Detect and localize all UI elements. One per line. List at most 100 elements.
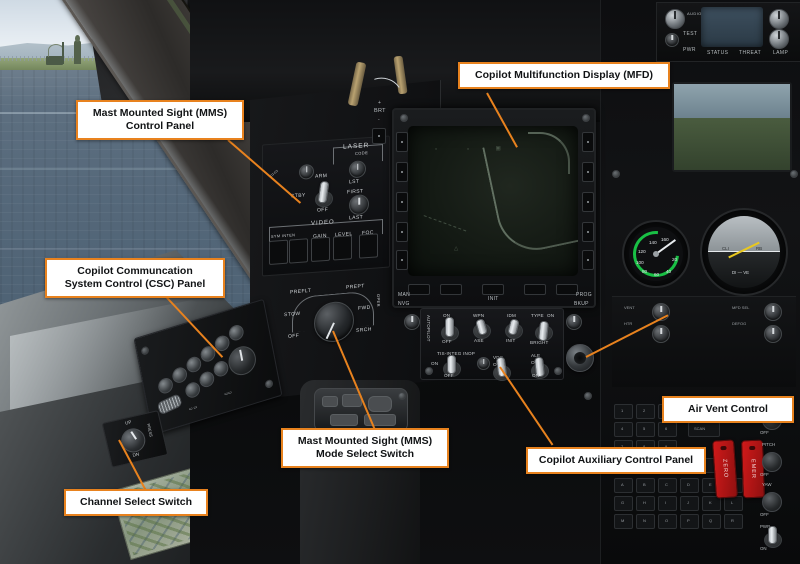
- mfd-bezel-button-l5[interactable]: [396, 250, 408, 270]
- csc-placard: ▭▭: [223, 389, 233, 397]
- copilot-mfd[interactable]: ▫ ▫ ▣ △: [392, 108, 596, 308]
- csc-volume-knob[interactable]: [156, 393, 183, 416]
- copilot-auxiliary-control-panel[interactable]: AUTOPILOT ON OFF WPN ASE IDM INIT TYPE O…: [420, 308, 564, 381]
- csc-button-6[interactable]: [227, 323, 245, 343]
- pitch-knob[interactable]: [762, 452, 782, 472]
- yaw-knob[interactable]: [762, 492, 782, 512]
- csc-button-1[interactable]: [156, 376, 175, 396]
- video-button-mfd[interactable]: [269, 239, 288, 265]
- key-2[interactable]: [636, 404, 655, 419]
- key-g-label: G: [621, 500, 625, 505]
- defog-knob[interactable]: [764, 325, 782, 343]
- key-i[interactable]: [658, 496, 677, 511]
- mfd-bezel-button-b5[interactable]: [556, 284, 578, 295]
- channel-up-label: UP: [124, 419, 133, 426]
- key-5[interactable]: [636, 422, 655, 437]
- csc-button-7[interactable]: [184, 380, 202, 400]
- mfd-bezel-button-l2[interactable]: [396, 162, 408, 182]
- tis-switch-lever[interactable]: [447, 355, 456, 374]
- autopilot-off-label: OFF: [442, 339, 452, 344]
- csc-button-2[interactable]: [171, 365, 189, 385]
- mfd-bezel-button-r1[interactable]: [582, 132, 594, 152]
- mfd-bezel-button-b2[interactable]: [440, 284, 462, 295]
- mfd-bezel-button-b3[interactable]: [482, 284, 504, 295]
- callout-mfd: Copilot Multifunction Display (MFD): [458, 62, 670, 90]
- laser-select-knob[interactable]: [349, 193, 369, 216]
- key-h[interactable]: [636, 496, 655, 511]
- rwr-brightness-knob[interactable]: [769, 29, 789, 49]
- key-j[interactable]: [680, 496, 699, 511]
- trim-off-label: OFF: [760, 430, 769, 435]
- rwr-lamp-knob[interactable]: [769, 9, 789, 29]
- collective-switch[interactable]: [368, 396, 392, 412]
- key-k[interactable]: [702, 496, 721, 511]
- runway-marking: [0, 248, 340, 250]
- idm-label: IDM: [507, 313, 517, 318]
- autopilot-switch-lever[interactable]: [445, 317, 454, 337]
- key-d[interactable]: [680, 478, 699, 493]
- mfd-man-knob[interactable]: [404, 314, 420, 330]
- aux-small-knob[interactable]: [477, 357, 490, 370]
- pwr-switch-lever[interactable]: [768, 526, 777, 544]
- mfd-bezel-button-b1[interactable]: [408, 284, 430, 295]
- collective-button[interactable]: [330, 414, 358, 426]
- video-button-gain[interactable]: [311, 236, 330, 263]
- key-r[interactable]: [724, 514, 743, 529]
- key-o[interactable]: [658, 514, 677, 529]
- htr-knob[interactable]: [652, 325, 670, 343]
- key-b[interactable]: [636, 478, 655, 493]
- htr-label: HTR: [624, 321, 633, 326]
- csc-button-9[interactable]: [212, 359, 230, 379]
- csc-button-3[interactable]: [185, 354, 203, 375]
- mms-aux-knob[interactable]: [299, 163, 314, 180]
- csc-button-8[interactable]: [198, 369, 216, 389]
- mfd-brt-button[interactable]: [372, 128, 386, 144]
- mfd-prog-knob[interactable]: [566, 314, 582, 330]
- laser-code-knob[interactable]: [349, 160, 366, 179]
- key-l[interactable]: [724, 496, 743, 511]
- key-l-label: L: [731, 500, 734, 505]
- mfd-bezel-button-r5[interactable]: [582, 250, 594, 270]
- zero-guarded-switch[interactable]: ZERO: [712, 439, 738, 499]
- video-button-mms[interactable]: [289, 238, 308, 264]
- rwr-test-button[interactable]: [665, 33, 679, 47]
- key-n[interactable]: [636, 514, 655, 529]
- key-p[interactable]: [680, 514, 699, 529]
- collective-button[interactable]: [322, 396, 338, 407]
- air-vent-control[interactable]: [566, 344, 594, 372]
- key-m[interactable]: [614, 514, 633, 529]
- rwr-audio-knob[interactable]: [665, 9, 685, 29]
- key-7-label: 7: [621, 444, 623, 449]
- mfd-bezel-button-l3[interactable]: [396, 192, 408, 212]
- mms-mode-select-switch[interactable]: PREFLT PREPT STOW FWD OFF SRCH OPER: [284, 282, 381, 352]
- key-c[interactable]: [658, 478, 677, 493]
- mfd-screen[interactable]: ▫ ▫ ▣ △: [408, 126, 578, 276]
- mfd-sel-knob[interactable]: [764, 303, 782, 321]
- mms-control-panel[interactable]: LASER CODE LST FIRST LAST ▭▭ ARM STBY OF…: [262, 135, 390, 277]
- key-a[interactable]: [614, 478, 633, 493]
- radar-warning-receiver-panel[interactable]: AUDIO TEST PWR STATUS THREAT LAMP: [656, 2, 800, 62]
- key-g[interactable]: [614, 496, 633, 511]
- mfd-bezel-button-r3[interactable]: [582, 192, 594, 212]
- mfd-bezel-button-l4[interactable]: [396, 222, 408, 242]
- key-2-label: 2: [643, 408, 646, 413]
- key-scan-label: SCAN: [694, 426, 706, 431]
- csc-rotary-selector[interactable]: [226, 342, 259, 379]
- adi-face: CLI RB DI — VE: [708, 216, 780, 288]
- pitch-off-label: OFF: [760, 472, 769, 477]
- key-q[interactable]: [702, 514, 721, 529]
- mfd-bezel-button-l1[interactable]: [396, 132, 408, 152]
- key-1[interactable]: [614, 404, 633, 419]
- secondary-display[interactable]: [672, 82, 792, 172]
- key-6[interactable]: [658, 422, 677, 437]
- key-4[interactable]: [614, 422, 633, 437]
- video-button-foc[interactable]: [359, 233, 378, 259]
- key-e-label: E: [709, 482, 712, 487]
- mfd-bezel-button-b4[interactable]: [524, 284, 546, 295]
- mfd-bezel-button-r2[interactable]: [582, 162, 594, 182]
- mfd-bezel-button-r4[interactable]: [582, 222, 594, 242]
- video-button-level[interactable]: [333, 235, 352, 261]
- runway-marking: [0, 168, 340, 170]
- mode-fwd-label: FWD: [358, 304, 371, 312]
- yaw-off-label: OFF: [760, 512, 769, 517]
